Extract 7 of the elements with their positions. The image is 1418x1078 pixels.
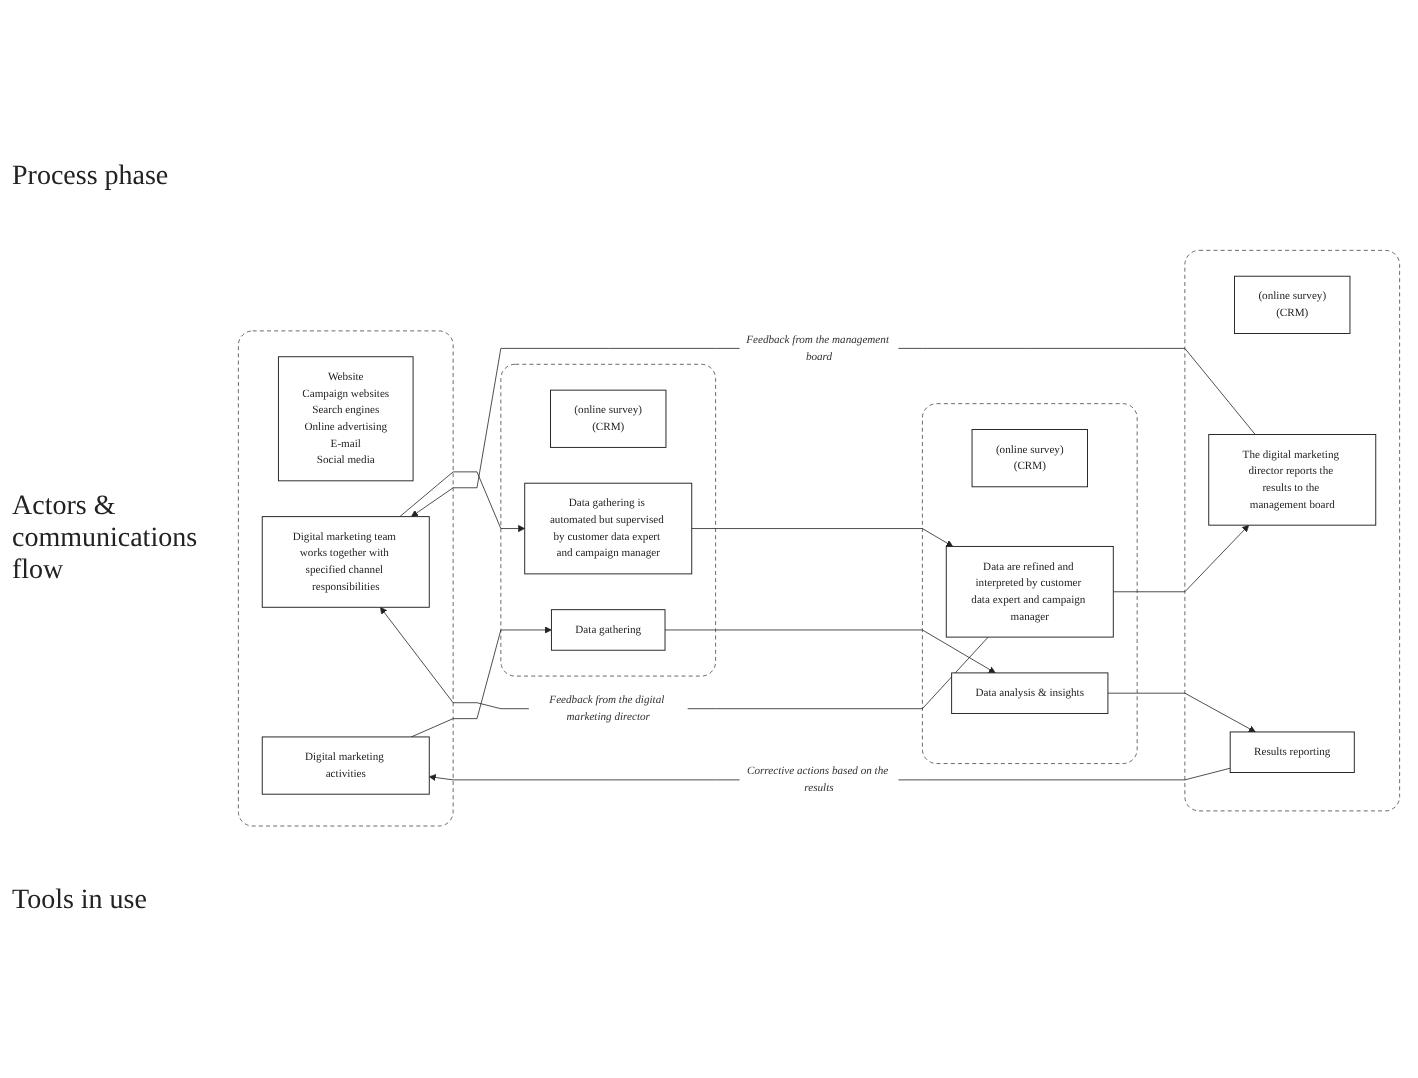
cluster <box>922 404 1138 765</box>
cluster <box>1184 250 1400 813</box>
cluster <box>500 364 716 678</box>
row-label: Actors & communications flow <box>12 489 200 589</box>
row-label: Process phase <box>12 159 171 195</box>
cluster <box>238 331 454 828</box>
row-label: Tools in use <box>12 883 149 919</box>
